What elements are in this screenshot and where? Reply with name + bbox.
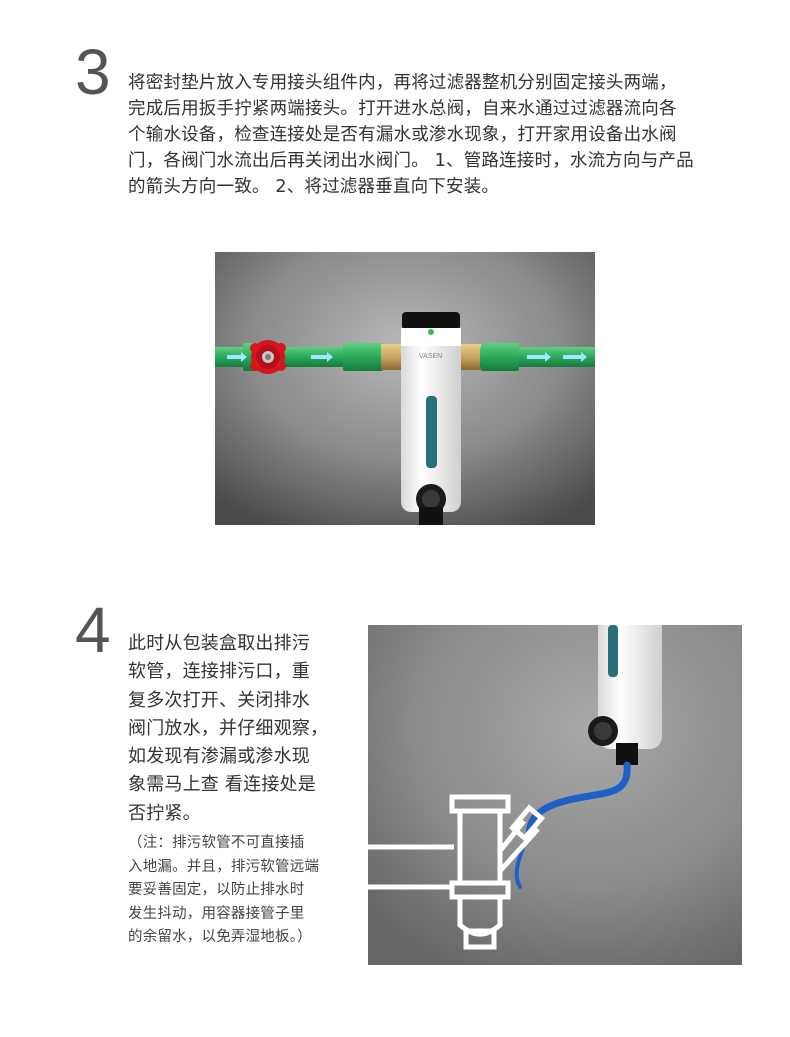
step-4-line: 复多次打开、关闭排水	[128, 689, 310, 711]
note-line: 要妥善固定，以防止排水时	[128, 882, 305, 898]
note-line: 发生抖动，用容器接管子里	[128, 905, 305, 922]
step-4-line: 软管，连接排污口，重	[128, 661, 310, 683]
step-3-instructions: 将密封垫片放入专用接头组件内，再将过滤器整机分别固定接头两端， 完成后用扳手拧紧…	[128, 70, 694, 200]
step-3-line: 将密封垫片放入专用接头组件内，再将过滤器整机分别固定接头两端，	[128, 73, 677, 93]
note-line: 入地漏。并且，排污软管远端	[128, 858, 320, 875]
step-3-number: 3	[75, 36, 111, 108]
step-4-line: 如发现有渗漏或渗水现	[128, 746, 310, 768]
step-4-line: 阀门放水，并仔细观察，	[128, 717, 329, 739]
step-4-number: 4	[75, 594, 111, 666]
drain-hose-photo	[368, 625, 742, 965]
filter-installation-illustration: VASEN	[215, 252, 595, 525]
filter-installation-photo: VASEN	[215, 252, 595, 525]
step-4-line: 此时从包装盒取出排污	[128, 633, 310, 654]
step-4-note: （注：排污软管不可直接插 入地漏。并且，排污软管远端 要妥善固定，以防止排水时 …	[128, 832, 319, 950]
step-3-line: 完成后用扳手拧紧两端接头。打开进水总阀，自来水通过过滤器流向各	[128, 99, 677, 119]
step-3-line: 的箭头方向一致。 2、将过滤器垂直向下安装。	[128, 177, 500, 197]
step-4-instructions: 此时从包装盒取出排污 软管，连接排污口，重 复多次打开、关闭排水 阀门放水，并仔…	[128, 630, 328, 828]
step-3-line: 个输水设备，检查连接处是否有漏水或渗水现象，打开家用设备出水阀	[128, 125, 677, 145]
note-line: 的余留水，以免弄湿地板。）	[128, 929, 312, 945]
step-4-line: 象需马上查 看连接处是	[128, 774, 316, 796]
step-4-line: 否拧紧。	[128, 802, 201, 824]
brand-logo-text: VASEN	[419, 353, 442, 360]
step-3-line: 门，各阀门水流出后再关闭出水阀门。 1、管路连接时，水流方向与产品	[128, 151, 694, 171]
drain-hose-illustration	[368, 625, 742, 965]
note-line: （注：排污软管不可直接插	[128, 835, 305, 851]
